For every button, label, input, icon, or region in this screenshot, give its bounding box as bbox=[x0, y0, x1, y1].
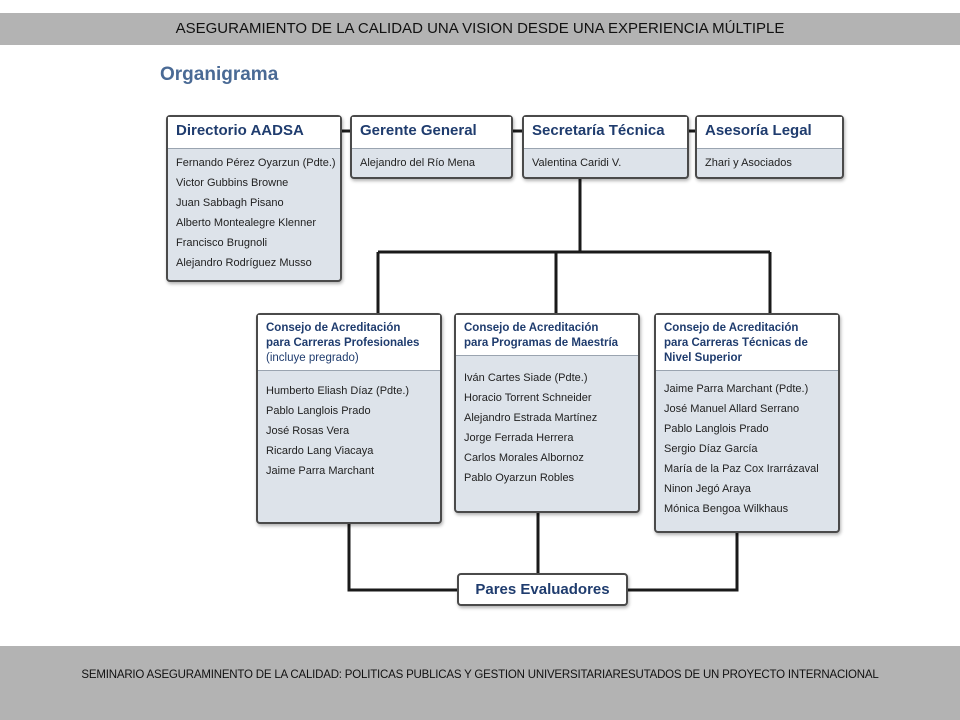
member: Pablo Langlois Prado bbox=[664, 423, 769, 435]
member: José Manuel Allard Serrano bbox=[664, 403, 800, 415]
member-list: Fernando Pérez Oyarzun (Pdte.) Victor Gu… bbox=[168, 149, 340, 277]
box-gerente-general: Gerente General Alejandro del Río Mena bbox=[350, 115, 513, 179]
member: Iván Cartes Siade (Pdte.) bbox=[464, 372, 588, 384]
member: Jorge Ferrada Herrera bbox=[464, 432, 574, 444]
box-consejo-programas-maestria: Consejo de Acreditación para Programas d… bbox=[454, 313, 640, 513]
member: Humberto Eliash Díaz (Pdte.) bbox=[266, 385, 410, 397]
member: Jaime Parra Marchant (Pdte.) bbox=[664, 383, 809, 395]
member: Ninon Jegó Araya bbox=[664, 483, 751, 495]
member: Victor Gubbins Browne bbox=[176, 177, 289, 189]
box-gerente-title: Gerente General bbox=[352, 117, 511, 149]
member: Mónica Bengoa Wilkhaus bbox=[664, 503, 789, 515]
member: Horacio Torrent Schneider bbox=[464, 392, 592, 404]
council-title: Consejo de Acreditación para Carreras Té… bbox=[656, 315, 838, 371]
member: Alberto Montealegre Klenner bbox=[176, 217, 317, 229]
member: Sergio Díaz García bbox=[664, 443, 758, 455]
header-bar: ASEGURAMIENTO DE LA CALIDAD UNA VISION D… bbox=[0, 13, 960, 45]
member-list: Alejandro del Río Mena bbox=[352, 149, 511, 177]
member: Alejandro Estrada Martínez bbox=[464, 412, 598, 424]
box-asesoria-legal: Asesoría Legal Zhari y Asociados bbox=[695, 115, 844, 179]
member-list: Jaime Parra Marchant (Pdte.) José Manuel… bbox=[656, 371, 838, 523]
member-list: Zhari y Asociados bbox=[697, 149, 842, 177]
member: Francisco Brugnoli bbox=[176, 237, 268, 249]
member: Fernando Pérez Oyarzun (Pdte.) bbox=[176, 157, 336, 169]
member: María de la Paz Cox Irarrázaval bbox=[664, 463, 819, 475]
connector-council-1-pares bbox=[347, 523, 458, 592]
box-directorio: Directorio AADSA Fernando Pérez Oyarzun … bbox=[166, 115, 342, 282]
council-title-line: Consejo de Acreditación bbox=[464, 322, 599, 334]
member: José Rosas Vera bbox=[266, 425, 350, 437]
slide-title: ASEGURAMIENTO DE LA CALIDAD UNA VISION D… bbox=[175, 20, 785, 37]
connector-council-3-pares bbox=[627, 532, 739, 592]
member: Zhari y Asociados bbox=[705, 157, 792, 169]
member: Jaime Parra Marchant bbox=[266, 465, 375, 477]
member-list: Iván Cartes Siade (Pdte.) Horacio Torren… bbox=[456, 356, 638, 492]
member: Ricardo Lang Viacaya bbox=[266, 445, 374, 457]
member-list: Valentina Caridi V. bbox=[524, 149, 687, 177]
member: Alejandro Rodríguez Musso bbox=[176, 257, 312, 269]
council-subtitle: (incluye pregrado) bbox=[266, 352, 359, 364]
council-title-line: para Carreras Técnicas de bbox=[664, 337, 808, 349]
box-directorio-title: Directorio AADSA bbox=[168, 117, 340, 149]
diagram-title: Organigrama bbox=[160, 64, 279, 85]
footer-bar: SEMINARIO ASEGURAMINENTO DE LA CALIDAD: … bbox=[0, 646, 960, 720]
box-pares-evaluadores: Pares Evaluadores bbox=[457, 573, 628, 606]
council-title-line: para Carreras Profesionales bbox=[266, 337, 420, 349]
member: Valentina Caridi V. bbox=[532, 157, 622, 169]
box-consejo-carreras-tecnicas: Consejo de Acreditación para Carreras Té… bbox=[654, 313, 840, 533]
member: Juan Sabbagh Pisano bbox=[176, 197, 284, 209]
member: Pablo Langlois Prado bbox=[266, 405, 371, 417]
box-secretaria-tecnica: Secretaría Técnica Valentina Caridi V. bbox=[522, 115, 689, 179]
council-title-line: Nivel Superior bbox=[664, 352, 742, 364]
member: Alejandro del Río Mena bbox=[360, 157, 475, 169]
council-title: Consejo de Acreditación para Carreras Pr… bbox=[258, 315, 440, 371]
box-asesoria-title: Asesoría Legal bbox=[697, 117, 842, 149]
box-secretaria-title: Secretaría Técnica bbox=[524, 117, 687, 149]
footer-text: SEMINARIO ASEGURAMINENTO DE LA CALIDAD: … bbox=[81, 669, 879, 681]
council-title-line: Consejo de Acreditación bbox=[664, 322, 799, 334]
member-list: Humberto Eliash Díaz (Pdte.) Pablo Langl… bbox=[258, 371, 440, 485]
council-title: Consejo de Acreditación para Programas d… bbox=[456, 315, 638, 356]
council-title-line: Consejo de Acreditación bbox=[266, 322, 401, 334]
member: Carlos Morales Albornoz bbox=[464, 452, 584, 464]
council-title-line: para Programas de Maestría bbox=[464, 337, 619, 349]
box-consejo-carreras-profesionales: Consejo de Acreditación para Carreras Pr… bbox=[256, 313, 442, 524]
member: Pablo Oyarzun Robles bbox=[464, 472, 575, 484]
